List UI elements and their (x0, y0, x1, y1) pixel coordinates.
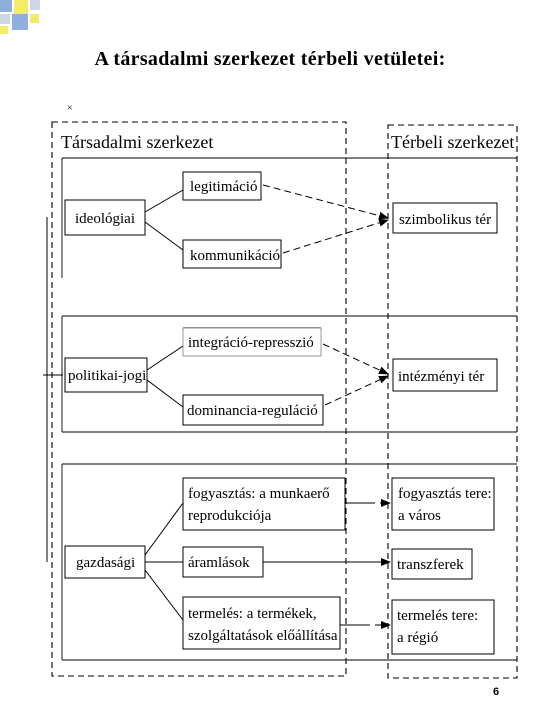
node-production-space (391, 599, 495, 655)
decorative-square (0, 0, 12, 12)
page-number: 6 (493, 686, 500, 698)
node-consumption-space-label-2: a város (398, 508, 441, 524)
decorative-square (0, 14, 10, 24)
node-transfers (391, 548, 473, 580)
connector (146, 379, 184, 408)
connector (144, 221, 184, 251)
node-legitimation-label: legitimáció (190, 179, 257, 195)
decorative-square (30, 0, 40, 10)
node-production (182, 596, 341, 650)
node-dominance-label: dominancia-reguláció (187, 403, 318, 419)
node-consumption-space-label-1: fogyasztás tere: (398, 486, 492, 502)
node-flows (182, 546, 264, 578)
dashed-arrow (322, 343, 389, 375)
node-communication (182, 239, 282, 269)
left-header: Társadalmi szerkezet (61, 132, 213, 152)
node-consumption (182, 477, 346, 531)
node-transfers-label: transzferek (397, 557, 464, 573)
node-consumption-label-2: reprodukciója (188, 508, 272, 524)
node-consumption-space (391, 477, 495, 531)
node-legitimation (182, 171, 262, 201)
node-institutional-space-label: intézményi tér (398, 369, 484, 385)
node-symbolic-space-label: szimbolikus tér (399, 212, 491, 228)
node-flows-label: áramlások (188, 555, 250, 571)
dashed-arrow (324, 375, 389, 406)
node-production-label-1: termelés: a termékek, (188, 606, 317, 622)
decorative-square (0, 26, 8, 34)
node-communication-label: kommunikáció (190, 248, 280, 264)
spatial-structure-frame (387, 124, 518, 679)
node-production-space-label-2: a régió (397, 630, 438, 646)
decorative-square (14, 0, 28, 14)
social-structure-frame (51, 121, 347, 677)
connector (144, 569, 184, 621)
decorative-square (12, 14, 28, 30)
node-institutional-space (392, 358, 498, 392)
node-political-label: politikai-jogi (68, 368, 146, 384)
node-ideological (64, 199, 146, 236)
node-integration-label: integráció-represszió (188, 335, 314, 351)
node-consumption-label-1: fogyasztás: a munkaerő (188, 486, 330, 502)
connector (146, 345, 184, 371)
node-ideological-label: ideológiai (75, 211, 135, 227)
node-economic (64, 545, 146, 579)
dashed-arrow (282, 218, 389, 254)
node-production-label-2: szolgáltatások előállítása (188, 628, 338, 644)
node-economic-label: gazdasági (76, 555, 135, 571)
connector (144, 502, 184, 556)
decorative-square (30, 14, 39, 23)
dashed-arrow (262, 184, 389, 220)
slide-title: A társadalmi szerkezet térbeli vetületei… (94, 48, 446, 70)
connector (144, 189, 184, 213)
node-symbolic-space (392, 202, 498, 234)
small-mark: × (67, 103, 73, 114)
node-dominance (182, 394, 324, 426)
node-political (64, 357, 148, 393)
right-header: Térbeli szerkezet (391, 132, 514, 152)
node-integration (182, 327, 322, 357)
node-production-space-label-1: termelés tere: (397, 608, 478, 624)
